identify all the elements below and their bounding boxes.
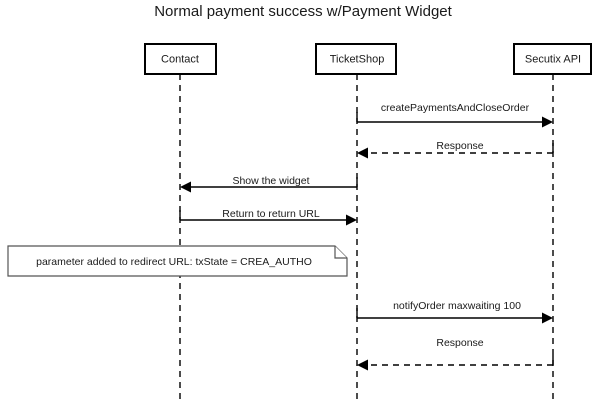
notes-group: parameter added to redirect URL: txState…	[7, 245, 348, 277]
participant-label: TicketShop	[330, 53, 385, 65]
message-label: createPaymentsAndCloseOrder	[381, 102, 530, 114]
note-fold-corner	[334, 246, 347, 259]
participant-secutix[interactable]: Secutix API	[513, 43, 592, 75]
participant-label: Secutix API	[525, 53, 581, 65]
message-arrowhead	[542, 312, 553, 324]
message-msg-response-2: Response	[357, 337, 554, 371]
message-label: notifyOrder maxwaiting 100	[393, 300, 521, 312]
message-label: Response	[436, 140, 483, 152]
message-msg-response-1: Response	[357, 140, 554, 159]
message-msg-return-url: Return to return URL	[179, 208, 357, 226]
participant-box[interactable]	[513, 43, 592, 75]
message-msg-notify-order: notifyOrder maxwaiting 100	[356, 300, 553, 324]
note-body	[7, 245, 348, 277]
participant-box[interactable]	[144, 43, 217, 75]
note-label: parameter added to redirect URL: txState…	[36, 256, 312, 268]
message-arrowhead	[542, 116, 553, 128]
message-label: Response	[436, 337, 483, 349]
actors-group: Contact TicketShop Secutix API	[144, 43, 592, 75]
diagram-title: Normal payment success w/Payment Widget	[154, 3, 452, 20]
message-label: Return to return URL	[222, 208, 320, 220]
message-arrowhead	[357, 147, 368, 159]
message-arrowhead	[357, 359, 368, 371]
participant-ticketshop[interactable]: TicketShop	[315, 43, 397, 75]
participant-box[interactable]	[315, 43, 397, 75]
participant-label: Contact	[161, 53, 199, 65]
messages-group: createPaymentsAndCloseOrderResponseShow …	[179, 102, 554, 371]
message-arrowhead	[180, 181, 191, 193]
note-note-txstate: parameter added to redirect URL: txState…	[7, 245, 348, 277]
message-arrowhead	[346, 214, 357, 226]
message-msg-show-widget: Show the widget	[180, 175, 358, 193]
message-label: Show the widget	[232, 175, 309, 187]
participant-contact[interactable]: Contact	[144, 43, 217, 75]
message-msg-create-payments: createPaymentsAndCloseOrder	[356, 102, 553, 128]
